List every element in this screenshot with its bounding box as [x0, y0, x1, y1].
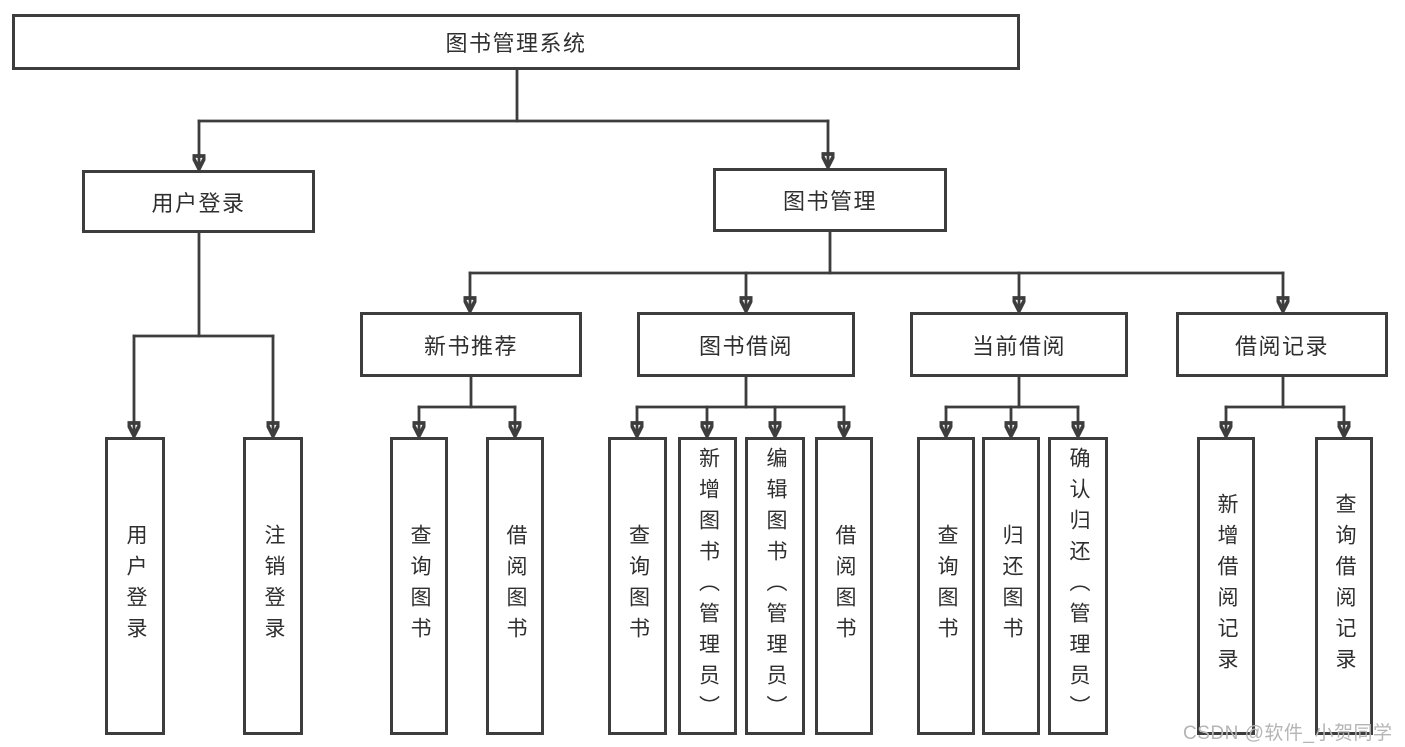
- leaf-add-book-admin: 新增图书（管理员）: [678, 437, 737, 735]
- leaf-borrow-book-recommend: 借阅图书: [486, 437, 544, 735]
- node-borrowing-records: 借阅记录: [1176, 312, 1388, 377]
- leaf-query-book-borrow: 查询图书: [608, 437, 667, 735]
- node-current-borrowing: 当前借阅: [910, 312, 1128, 377]
- leaf-query-book-recommend: 查询图书: [390, 437, 448, 735]
- leaf-return-book: 归还图书: [982, 437, 1040, 735]
- node-new-book-recommendation: 新书推荐: [360, 312, 582, 377]
- leaf-add-borrow-record: 新增借阅记录: [1197, 437, 1255, 735]
- leaf-query-borrow-record: 查询借阅记录: [1315, 437, 1373, 735]
- node-book-borrowing: 图书借阅: [637, 312, 855, 377]
- node-root-system: 图书管理系统: [12, 14, 1020, 70]
- leaf-borrow-book: 借阅图书: [815, 437, 873, 735]
- leaf-user-login: 用户登录: [105, 437, 165, 735]
- node-user-login: 用户登录: [82, 170, 315, 233]
- leaf-edit-book-admin: 编辑图书（管理员）: [745, 437, 805, 735]
- leaf-confirm-return-admin: 确认归还（管理员）: [1048, 437, 1108, 735]
- node-book-management: 图书管理: [713, 168, 947, 232]
- leaf-logout: 注销登录: [243, 437, 303, 735]
- csdn-watermark: CSDN @软件_小贺同学: [1183, 723, 1393, 744]
- leaf-query-book-current: 查询图书: [917, 437, 975, 735]
